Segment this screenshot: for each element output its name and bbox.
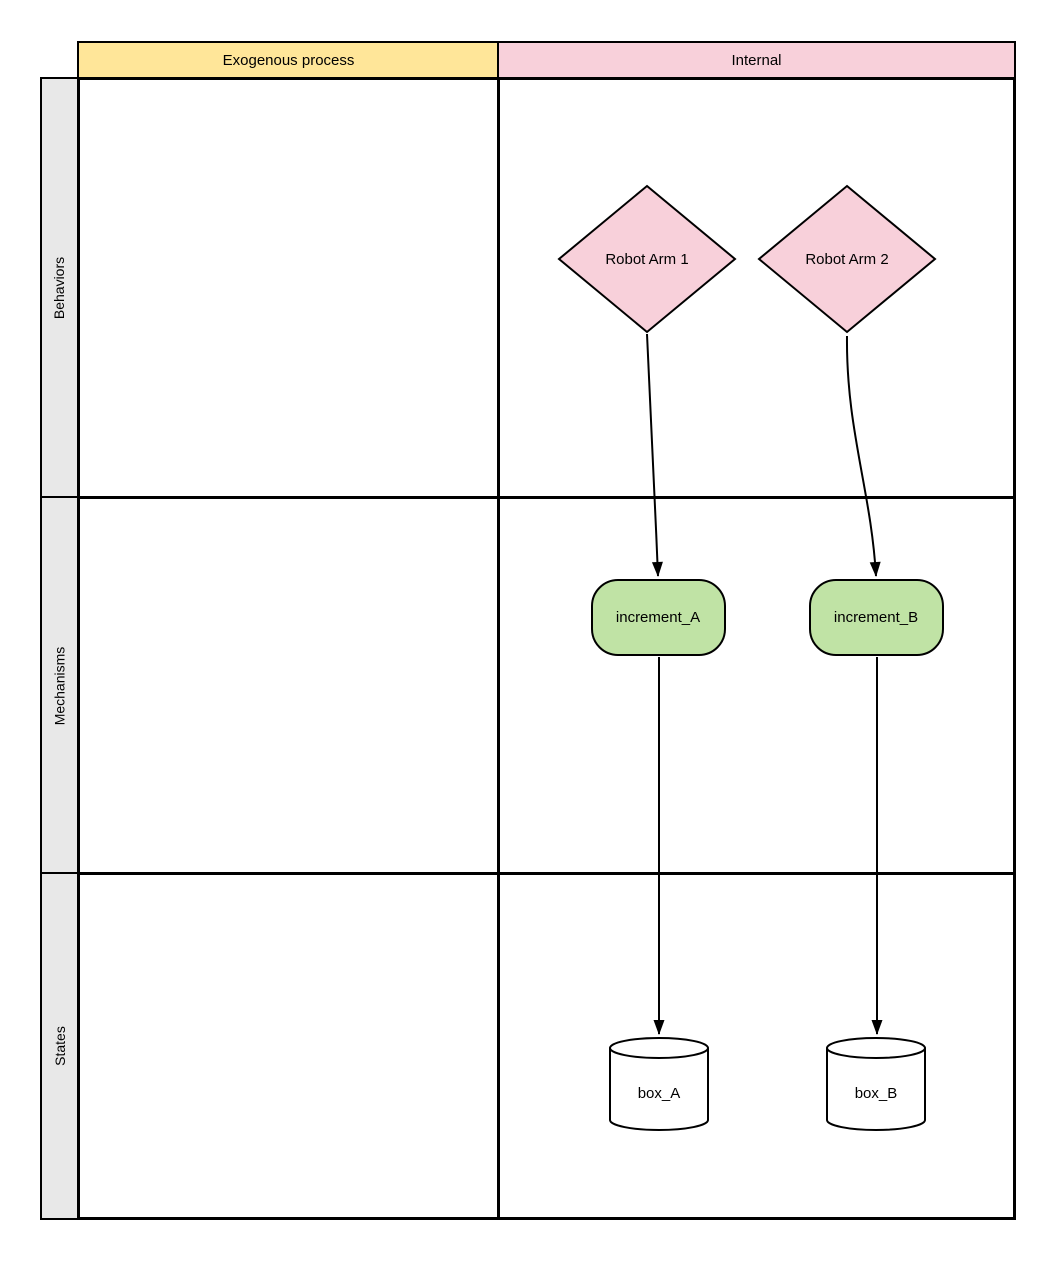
node-box-b[interactable]: box_B (826, 1037, 926, 1131)
grid-cell-states-internal (497, 872, 1016, 1220)
node-box-a-label: box_A (638, 1085, 681, 1102)
column-header-internal-label: Internal (731, 51, 782, 69)
node-robot-arm-2[interactable]: Robot Arm 2 (757, 184, 937, 334)
cylinder-top-icon (609, 1037, 709, 1059)
node-box-a[interactable]: box_A (609, 1037, 709, 1131)
cylinder-top-icon (826, 1037, 926, 1059)
diamond-shape-icon (757, 184, 937, 334)
column-header-internal: Internal (497, 41, 1016, 79)
node-robot-arm-1-label: Robot Arm 1 (605, 251, 688, 268)
row-header-behaviors: Behaviors (40, 77, 79, 499)
column-header-exogenous-process: Exogenous process (77, 41, 500, 79)
diamond-shape-icon (557, 184, 737, 334)
row-header-mechanisms: Mechanisms (40, 496, 79, 875)
cylinder-shape-icon (826, 1048, 926, 1131)
node-robot-arm-1[interactable]: Robot Arm 1 (557, 184, 737, 334)
rounded-rectangle-shape-icon (591, 579, 726, 656)
row-header-states: States (40, 872, 79, 1220)
node-box-b-label: box_B (855, 1085, 898, 1102)
node-increment-a[interactable]: increment_A (591, 579, 726, 656)
node-robot-arm-2-label: Robot Arm 2 (805, 251, 888, 268)
rounded-rectangle-shape-icon (809, 579, 944, 656)
grid-cell-mechanisms-internal (497, 496, 1016, 875)
edge-robot-arm-1-to-increment-a[interactable] (646, 333, 663, 577)
node-increment-b-label: increment_B (834, 609, 918, 626)
grid-cell-behaviors-exogenous (77, 77, 500, 499)
column-header-exogenous-label: Exogenous process (222, 51, 355, 69)
grid-cell-behaviors-internal (497, 77, 1016, 499)
edge-robot-arm-2-to-increment-b[interactable] (845, 335, 881, 577)
node-increment-a-label: increment_A (616, 609, 700, 626)
cylinder-shape-icon (609, 1048, 709, 1131)
node-increment-b[interactable]: increment_B (809, 579, 944, 656)
